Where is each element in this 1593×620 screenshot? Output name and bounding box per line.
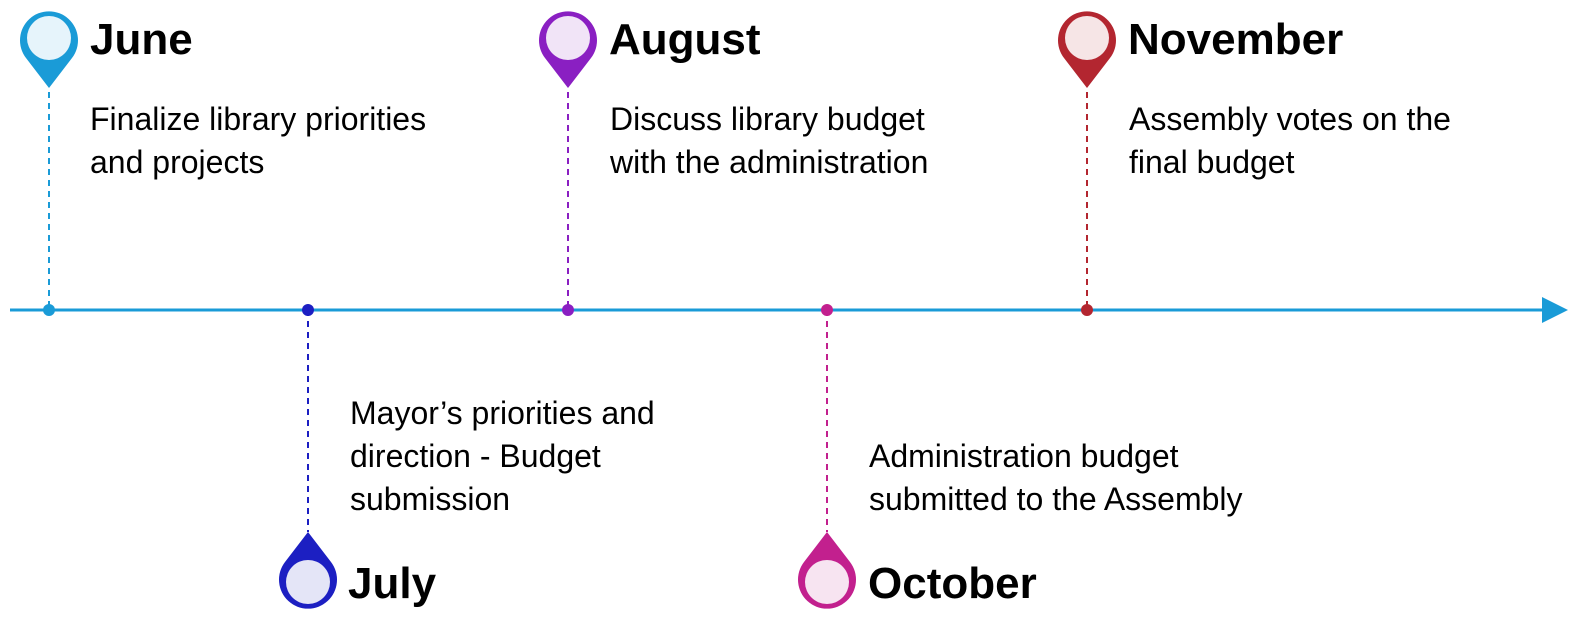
milestone-july-description-line-3: submission bbox=[350, 481, 510, 517]
milestone-june-month-label: June bbox=[90, 15, 193, 64]
milestone-june-description-line-1: Finalize library priorities bbox=[90, 101, 426, 137]
milestone-november-description-line-1: Assembly votes on the bbox=[1129, 101, 1451, 137]
milestone-july: July Mayor’s priorities and direction - … bbox=[279, 304, 655, 609]
milestone-october-description-line-1: Administration budget bbox=[869, 438, 1179, 474]
milestone-august-pin-inner bbox=[546, 16, 590, 60]
milestone-june: June Finalize library priorities and pro… bbox=[19, 11, 426, 316]
milestone-august-month-label: August bbox=[609, 15, 761, 64]
milestone-july-month-label: July bbox=[348, 559, 437, 608]
milestone-june-pin-inner bbox=[27, 16, 71, 60]
milestone-october-axis-dot bbox=[821, 304, 833, 316]
milestone-november: November Assembly votes on the final bud… bbox=[1058, 11, 1451, 316]
milestone-july-description-line-2: direction - Budget bbox=[350, 438, 601, 474]
milestone-october-pin-inner bbox=[805, 560, 849, 604]
milestone-november-month-label: November bbox=[1128, 15, 1343, 64]
milestone-november-axis-dot bbox=[1081, 304, 1093, 316]
milestone-august-description-line-2: with the administration bbox=[609, 144, 928, 180]
milestone-november-description-line-2: final budget bbox=[1129, 144, 1295, 180]
milestone-august: August Discuss library budget with the a… bbox=[539, 11, 928, 316]
milestone-june-axis-dot bbox=[43, 304, 55, 316]
milestone-july-axis-dot bbox=[302, 304, 314, 316]
milestone-november-pin-inner bbox=[1065, 16, 1109, 60]
milestone-june-description-line-2: and projects bbox=[90, 144, 264, 180]
milestone-july-description-line-1: Mayor’s priorities and bbox=[350, 395, 655, 431]
milestone-july-pin-inner bbox=[286, 560, 330, 604]
milestone-october: October Administration budget submitted … bbox=[798, 304, 1243, 609]
milestone-august-axis-dot bbox=[562, 304, 574, 316]
milestone-august-description-line-1: Discuss library budget bbox=[610, 101, 925, 137]
milestone-october-month-label: October bbox=[868, 559, 1037, 608]
milestone-october-description-line-2: submitted to the Assembly bbox=[869, 481, 1243, 517]
timeline-arrowhead-icon bbox=[1542, 297, 1568, 323]
